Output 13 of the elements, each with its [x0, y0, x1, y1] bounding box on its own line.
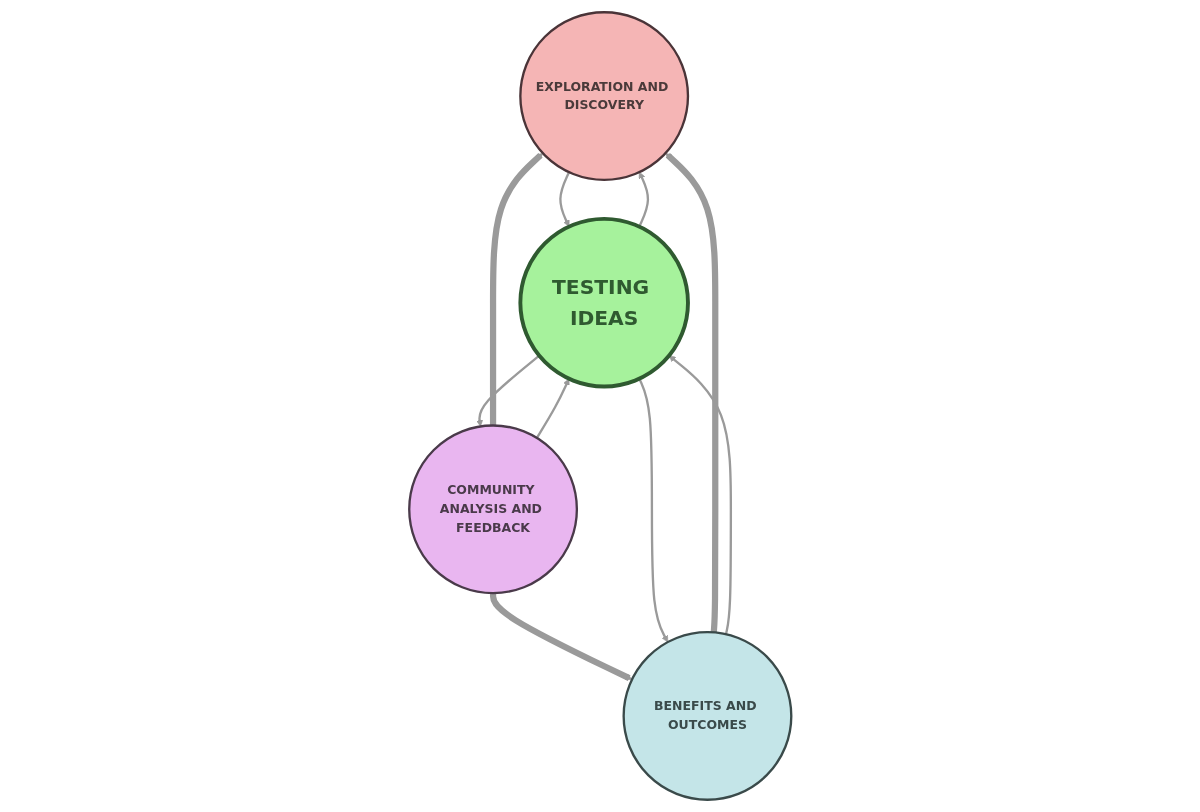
arrow	[558, 171, 570, 227]
node-circle: BENEFITS AND OUTCOMES	[622, 630, 793, 801]
arrow	[489, 593, 632, 681]
node-circle: COMMUNITY ANALYSIS AND FEEDBACK	[407, 424, 578, 595]
node-circle: EXPLORATION AND DISCOVERY	[518, 11, 689, 182]
arrow	[535, 378, 570, 439]
node-circle: TESTING IDEAS	[518, 216, 690, 389]
arrow	[489, 152, 543, 426]
arrow	[475, 354, 540, 427]
arrow	[638, 171, 649, 228]
arrow	[668, 355, 732, 635]
arrow	[664, 152, 719, 633]
arrow	[638, 378, 668, 643]
